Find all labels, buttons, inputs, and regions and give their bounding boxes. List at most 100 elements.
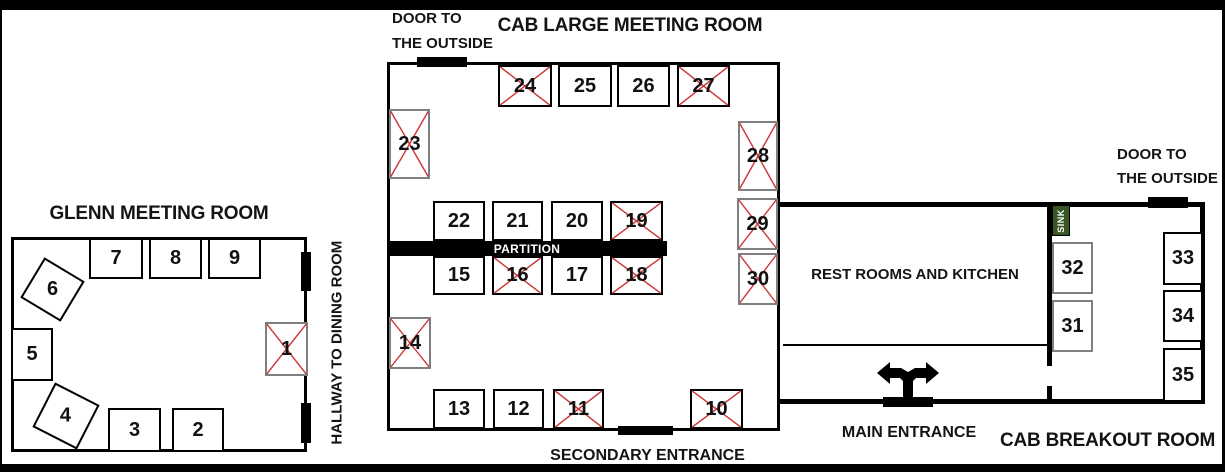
table-number: 24 — [513, 74, 537, 97]
sink-label: SINK — [1056, 208, 1067, 233]
table-17: 17 — [551, 256, 603, 295]
crossed-out-mark — [390, 110, 429, 178]
frame-border-left — [0, 0, 2, 472]
sink-marker: SINK — [1052, 205, 1070, 236]
table-number: 2 — [192, 418, 204, 441]
table-33: 33 — [1163, 232, 1203, 285]
crossed-out-mark — [738, 199, 777, 249]
door-to-outside-right-line1: DOOR TO — [1117, 146, 1187, 163]
table-18: 18 — [610, 256, 663, 295]
door-marker-glenn-upper — [301, 252, 311, 291]
table-number: 22 — [447, 209, 471, 232]
table-number: 26 — [632, 74, 655, 97]
door-to-outside-top-line1: DOOR TO — [392, 10, 462, 27]
table-number: 17 — [565, 264, 589, 286]
table-11: 11 — [553, 389, 604, 429]
door-to-outside-right-line2: THE OUTSIDE — [1117, 170, 1218, 187]
table-8: 8 — [149, 238, 202, 279]
table-number: 32 — [1061, 256, 1084, 279]
crossed-out-mark — [266, 323, 307, 375]
table-12: 12 — [493, 389, 544, 429]
table-number: 13 — [447, 397, 471, 420]
crossed-out-mark — [611, 257, 662, 294]
table-28: 28 — [738, 121, 778, 191]
door-to-outside-top-line2: THE OUTSIDE — [392, 35, 493, 52]
cab-breakout-room-title: CAB BREAKOUT ROOM — [1000, 430, 1216, 451]
table-number: 5 — [26, 343, 38, 365]
crossed-out-mark — [611, 202, 662, 240]
table-number: 27 — [692, 74, 715, 97]
table-number: 21 — [506, 209, 529, 232]
table-number: 6 — [46, 278, 59, 300]
table-number: 7 — [110, 247, 122, 269]
wall-restrooms-right-lower — [1047, 386, 1052, 404]
table-16: 16 — [492, 256, 543, 295]
table-number: 34 — [1171, 304, 1195, 327]
table-20: 20 — [551, 201, 603, 241]
table-number: 10 — [705, 397, 728, 420]
glenn-room-title: GLENN MEETING ROOM — [49, 203, 269, 224]
table-number: 15 — [447, 264, 471, 286]
table-number: 28 — [746, 144, 770, 167]
table-number: 8 — [169, 247, 182, 269]
table-27: 27 — [677, 65, 730, 107]
table-number: 4 — [60, 404, 72, 427]
table-23: 23 — [389, 109, 430, 179]
table-31: 31 — [1052, 300, 1093, 352]
table-10: 10 — [690, 389, 743, 429]
hallway-label: HALLWAY TO DINING ROOM — [328, 240, 346, 445]
crossed-out-mark — [493, 257, 542, 294]
table-number: 16 — [506, 264, 529, 286]
table-22: 22 — [433, 201, 485, 241]
table-35: 35 — [1163, 348, 1203, 402]
crossed-out-mark — [390, 318, 430, 368]
table-15: 15 — [433, 256, 485, 295]
table-number: 12 — [507, 397, 530, 420]
table-7: 7 — [89, 238, 143, 279]
partition-bar: PARTITION — [387, 241, 667, 256]
table-number: 20 — [565, 209, 589, 232]
table-number: 1 — [280, 337, 293, 360]
cab-large-room-title: CAB LARGE MEETING ROOM — [497, 15, 763, 36]
table-5: 5 — [11, 328, 53, 381]
crossed-out-mark — [691, 390, 742, 428]
door-marker-glenn-lower — [301, 403, 311, 443]
table-25: 25 — [558, 65, 612, 107]
wall-restrooms-bottom — [783, 344, 1048, 346]
table-number: 35 — [1171, 363, 1195, 386]
crossed-out-mark — [739, 254, 777, 304]
crossed-out-mark — [499, 66, 551, 106]
table-9: 9 — [208, 238, 261, 279]
frame-border-bottom — [0, 464, 1225, 472]
table-13: 13 — [433, 389, 485, 429]
door-marker-secondary-entrance — [618, 426, 673, 435]
door-to-outside-top-label: DOOR TO THE OUTSIDE — [392, 6, 493, 56]
table-number: 9 — [228, 247, 241, 269]
table-29: 29 — [737, 198, 778, 250]
wall-right-area-bottom — [780, 399, 1205, 404]
table-number: 11 — [567, 397, 590, 420]
table-19: 19 — [610, 201, 663, 241]
secondary-entrance-label: SECONDARY ENTRANCE — [550, 447, 745, 464]
table-number: 3 — [128, 418, 141, 441]
table-1: 1 — [265, 322, 308, 376]
table-14: 14 — [389, 317, 431, 369]
crossed-out-mark — [739, 122, 777, 190]
table-number: 19 — [625, 209, 648, 232]
table-21: 21 — [492, 201, 543, 241]
table-number: 23 — [398, 132, 421, 155]
table-2: 2 — [172, 408, 224, 452]
crossed-out-mark — [678, 66, 729, 106]
frame-border-right — [1222, 0, 1225, 472]
table-number: 25 — [573, 74, 597, 97]
table-32: 32 — [1052, 242, 1093, 294]
table-number: 33 — [1171, 247, 1195, 269]
frame-border-top — [0, 0, 1225, 10]
table-26: 26 — [617, 65, 670, 107]
main-entrance-label: MAIN ENTRANCE — [841, 424, 977, 441]
crossed-out-mark — [554, 390, 603, 428]
main-entrance-arrow-icon — [877, 361, 939, 404]
table-24: 24 — [498, 65, 552, 107]
door-to-outside-right-label: DOOR TO THE OUTSIDE — [1117, 143, 1218, 191]
